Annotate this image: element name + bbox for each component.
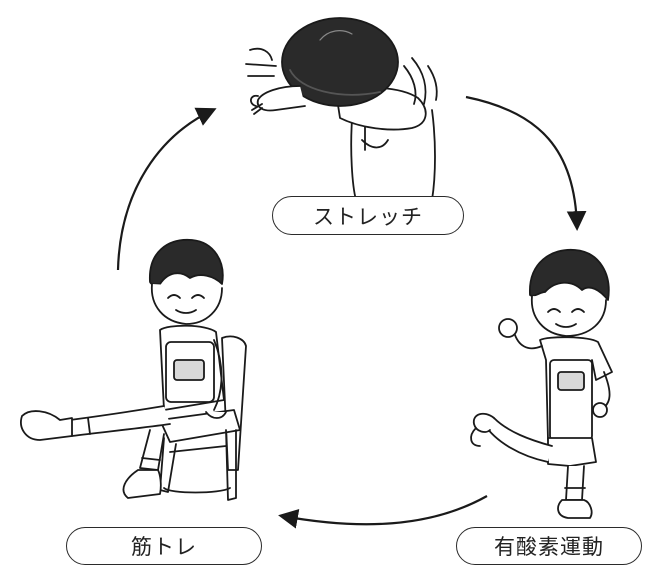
arrow-aerobic-to-strength — [278, 495, 488, 529]
arrow-strength-to-stretch — [116, 107, 217, 271]
label-stretch: ストレッチ — [272, 196, 464, 235]
stretching-child-illustration — [245, 17, 438, 201]
kicking-child-illustration — [470, 248, 613, 519]
arrow-stretch-to-aerobic — [465, 95, 587, 231]
seated-leg-raise-child-illustration — [20, 239, 247, 501]
label-aerobic-exercise: 有酸素運動 — [456, 527, 642, 565]
label-strength-training: 筋トレ — [66, 527, 262, 565]
